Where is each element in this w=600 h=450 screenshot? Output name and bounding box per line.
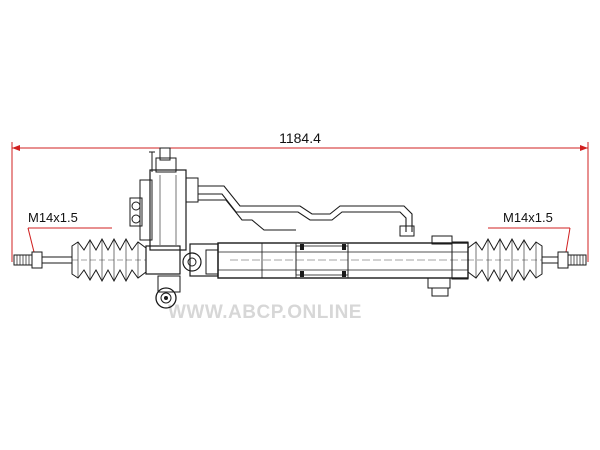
rack-cylinder bbox=[217, 235, 470, 297]
left-tie-rod bbox=[13, 251, 72, 269]
overall-length-label: 1184.4 bbox=[279, 130, 321, 146]
valve-housing bbox=[129, 147, 219, 277]
left-thread-callout: M14x1.5 bbox=[27, 210, 112, 253]
left-thread-label: M14x1.5 bbox=[28, 210, 78, 225]
right-thread-pointer bbox=[565, 227, 571, 253]
right-tie-rod bbox=[542, 251, 587, 269]
arrow-left bbox=[12, 145, 20, 151]
right-bellows-boot bbox=[467, 237, 543, 283]
left-bellows-boot bbox=[71, 237, 147, 283]
overall-dimension: 1184.4 bbox=[11, 130, 589, 262]
mount-bushing bbox=[155, 275, 181, 309]
arrow-right bbox=[580, 145, 588, 151]
watermark-text: WWW.ABCP.ONLINE bbox=[168, 302, 362, 323]
hydraulic-lines bbox=[198, 185, 415, 237]
right-thread-callout: M14x1.5 bbox=[488, 210, 571, 253]
right-thread-label: M14x1.5 bbox=[503, 210, 553, 225]
left-thread-pointer bbox=[27, 227, 35, 253]
